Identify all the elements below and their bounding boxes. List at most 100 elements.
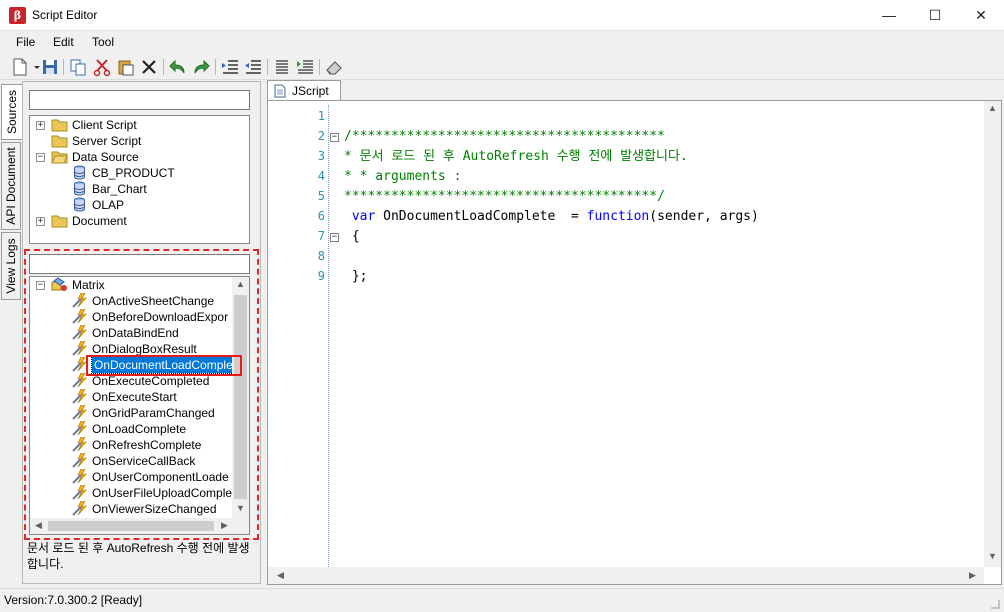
event-item[interactable]: OnUserComponentLoade — [30, 469, 230, 485]
code-line[interactable]: ****************************************… — [344, 187, 665, 207]
new-file-dropdown-button[interactable] — [27, 57, 40, 77]
new-file-button[interactable] — [10, 57, 30, 77]
line-number: 8 — [317, 249, 325, 263]
outdent-button[interactable] — [243, 57, 263, 77]
event-lightning-icon — [71, 389, 88, 404]
copy-button[interactable] — [68, 57, 88, 77]
code-line[interactable]: var OnDocumentLoadComplete = function(se… — [344, 207, 759, 227]
event-item[interactable]: OnDataBindEnd — [30, 325, 230, 341]
scroll-down-icon[interactable]: ▼ — [236, 503, 245, 513]
editor-vertical-scrollbar[interactable]: ▲ ▼ — [984, 101, 1001, 567]
tab-api-document[interactable]: API Document — [1, 142, 21, 230]
indent-button[interactable] — [220, 57, 240, 77]
tab-sources[interactable]: Sources — [1, 84, 22, 140]
event-item[interactable]: OnBeforeDownloadExpor — [30, 309, 230, 325]
line-number: 2 — [317, 129, 325, 143]
maximize-button[interactable]: ☐ — [928, 7, 942, 23]
fold-toggle-icon[interactable]: − — [330, 132, 339, 142]
event-item[interactable]: OnRefreshComplete — [30, 437, 230, 453]
eraser-button[interactable] — [324, 57, 344, 77]
scroll-right-icon[interactable]: ▶ — [221, 520, 228, 530]
code-token-comment: * 문서 로드 된 후 AutoRefresh 수행 전에 발생합니다. — [344, 149, 688, 164]
fold-toggle-icon[interactable]: − — [330, 232, 339, 242]
code-line[interactable]: { — [344, 227, 360, 247]
line-number: 7 — [317, 229, 325, 243]
sources-tree-node[interactable]: OLAP — [30, 197, 230, 213]
scroll-up-icon[interactable]: ▲ — [236, 279, 245, 289]
scroll-down-icon[interactable]: ▼ — [988, 551, 997, 561]
event-item[interactable]: OnExecuteCompleted — [30, 373, 230, 389]
save-button[interactable] — [40, 57, 60, 77]
event-item[interactable]: OnServiceCallBack — [30, 453, 230, 469]
events-tree-root[interactable]: −Matrix — [30, 277, 230, 293]
event-item[interactable]: OnActiveSheetChange — [30, 293, 230, 309]
tab-jscript-label: JScript — [292, 84, 329, 98]
uncomment-lines-button[interactable] — [295, 57, 315, 77]
code-line[interactable]: * 문서 로드 된 후 AutoRefresh 수행 전에 발생합니다. — [344, 147, 688, 167]
events-horizontal-scrollbar[interactable]: ◀ ▶ — [30, 518, 249, 534]
event-lightning-icon — [71, 293, 88, 308]
event-item[interactable]: OnUserFileUploadComple — [30, 485, 232, 501]
minimize-button[interactable]: — — [882, 7, 896, 23]
scroll-up-icon[interactable]: ▲ — [988, 103, 997, 113]
event-item[interactable]: OnGridParamChanged — [30, 405, 230, 421]
event-item[interactable]: OnExecuteStart — [30, 389, 230, 405]
paste-button[interactable] — [116, 57, 136, 77]
sources-tree-node[interactable]: +Document — [30, 213, 230, 229]
delete-icon — [142, 60, 156, 74]
event-item-label: OnDocumentLoadComple — [91, 356, 236, 374]
event-item[interactable]: OnDocumentLoadComple — [30, 356, 236, 374]
menu-tool[interactable]: Tool — [92, 35, 115, 49]
sources-tree-node-label: Server Script — [72, 134, 142, 148]
scroll-thumb[interactable] — [48, 521, 214, 531]
scroll-right-icon[interactable]: ▶ — [969, 570, 976, 580]
sources-search-input[interactable] — [29, 90, 250, 110]
event-item[interactable]: OnLoadComplete — [30, 421, 230, 437]
cut-button[interactable] — [92, 57, 112, 77]
collapse-icon[interactable]: − — [36, 152, 45, 162]
code-line[interactable]: /***************************************… — [344, 127, 665, 147]
script-file-icon — [274, 84, 286, 98]
delete-button[interactable] — [139, 57, 159, 77]
event-item-label: OnBeforeDownloadExpor — [92, 310, 229, 324]
line-number: 3 — [317, 149, 325, 163]
sources-tree-node[interactable]: −Data Source — [30, 149, 230, 165]
scroll-thumb[interactable] — [234, 295, 247, 499]
code-token-keyword: var — [344, 209, 376, 224]
sources-tree-node[interactable]: CB_PRODUCT — [30, 165, 230, 181]
sources-tree-node[interactable]: Server Script — [30, 133, 230, 149]
gutter-separator — [328, 105, 329, 567]
event-item[interactable]: OnViewerSizeChanged — [30, 501, 230, 517]
menu-file[interactable]: File — [16, 35, 36, 49]
event-item-label: OnServiceCallBack — [92, 454, 196, 468]
scroll-left-icon[interactable]: ◀ — [35, 520, 42, 530]
scroll-left-icon[interactable]: ◀ — [277, 570, 284, 580]
tab-view-logs[interactable]: View Logs — [1, 232, 21, 300]
tab-jscript[interactable]: JScript — [267, 80, 341, 101]
matrix-object-icon — [51, 277, 68, 292]
events-vertical-scrollbar[interactable]: ▲ ▼ — [232, 277, 249, 518]
sources-tree-node-label: Client Script — [72, 118, 137, 132]
events-search-input[interactable] — [29, 254, 250, 274]
code-token-text: { — [344, 229, 360, 244]
sources-tree-node[interactable]: + Client Script — [30, 117, 230, 133]
resize-grip-icon[interactable] — [988, 597, 1000, 609]
collapse-icon[interactable]: − — [36, 280, 45, 290]
editor-horizontal-scrollbar[interactable]: ◀ ▶ — [268, 567, 984, 584]
folder-open-icon — [51, 149, 68, 164]
menu-edit[interactable]: Edit — [53, 35, 74, 49]
sources-tree-node[interactable]: Bar_Chart — [30, 181, 230, 197]
redo-button[interactable] — [191, 57, 211, 77]
event-item[interactable]: OnDialogBoxResult — [30, 341, 230, 357]
expand-icon[interactable]: + — [36, 216, 45, 226]
comment-lines-button[interactable] — [272, 57, 292, 77]
code-line[interactable]: }; — [344, 267, 368, 287]
close-button[interactable]: ✕ — [975, 7, 987, 23]
event-lightning-icon — [71, 421, 88, 436]
event-item-label: OnExecuteCompleted — [92, 374, 210, 388]
event-lightning-icon — [71, 501, 88, 516]
undo-button[interactable] — [168, 57, 188, 77]
expand-icon[interactable]: + — [36, 120, 45, 130]
code-line[interactable]: * * arguments : — [344, 167, 461, 187]
